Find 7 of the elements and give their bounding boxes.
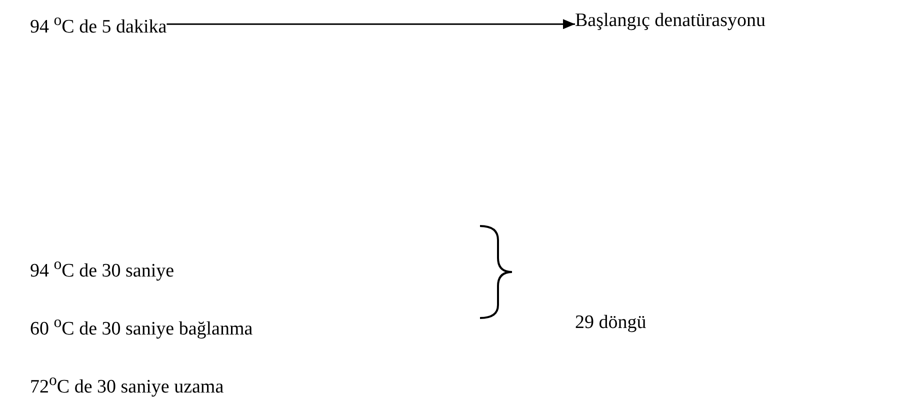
step-label: 72$^{o}$C de 30 saniye uzama [30, 371, 224, 398]
step-label: 60 $^{o}$C de 30 saniye bağlanma [30, 313, 253, 340]
step-text: 94 $^{o}$C de 5 dakika [30, 10, 167, 38]
step-label: 29 döngü [575, 312, 646, 334]
step-text: Başlangıç denatürasyonu [575, 10, 766, 32]
step-label: 94 $^{o}$C de 30 saniye [30, 255, 174, 282]
arrow [166, 19, 575, 30]
